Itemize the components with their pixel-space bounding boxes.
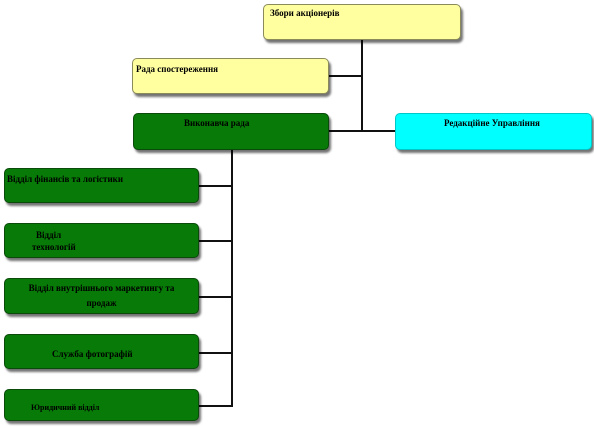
shareholders-node: Збори акціонерів <box>263 4 461 40</box>
supervisory-node: Рада спостереження <box>132 58 329 94</box>
connector-finance <box>199 185 232 187</box>
marketing-label-line1: Відділ внутрішнього маркетингу та <box>28 283 175 293</box>
shareholders-label: Збори акціонерів <box>270 8 340 18</box>
connector-photo <box>199 352 232 354</box>
editorial-label: Редакційне Управління <box>444 118 540 128</box>
finance-node: Відділ фінансів та логістики <box>4 168 199 203</box>
legal-node: Юридичний відділ <box>4 389 199 421</box>
supervisory-label: Рада спостереження <box>136 64 219 74</box>
photo-service-node: Служба фотографій <box>4 334 199 369</box>
executive-label: Виконавча рада <box>184 118 250 128</box>
technology-node: Відділ технологій <box>4 223 199 258</box>
marketing-node: Відділ внутрішнього маркетингу та продаж <box>4 278 199 314</box>
connector-marketing <box>199 296 232 298</box>
legal-label: Юридичний відділ <box>31 403 100 412</box>
editorial-node: Редакційне Управління <box>395 113 592 150</box>
marketing-label-line2: продаж <box>86 298 117 308</box>
finance-label: Відділ фінансів та логістики <box>7 174 124 184</box>
photo-service-label: Служба фотографій <box>52 349 133 359</box>
technology-label-line1: Відділ <box>36 230 62 240</box>
connector-exec-vertical <box>231 150 233 407</box>
connector-tech <box>199 240 232 242</box>
executive-node: Виконавча рада <box>133 113 329 150</box>
connector-executive <box>329 130 395 132</box>
connector-legal <box>199 405 233 407</box>
connector-supervisory <box>329 75 362 77</box>
connector-top-vertical <box>361 40 363 132</box>
technology-label-line2: технологій <box>32 242 76 252</box>
